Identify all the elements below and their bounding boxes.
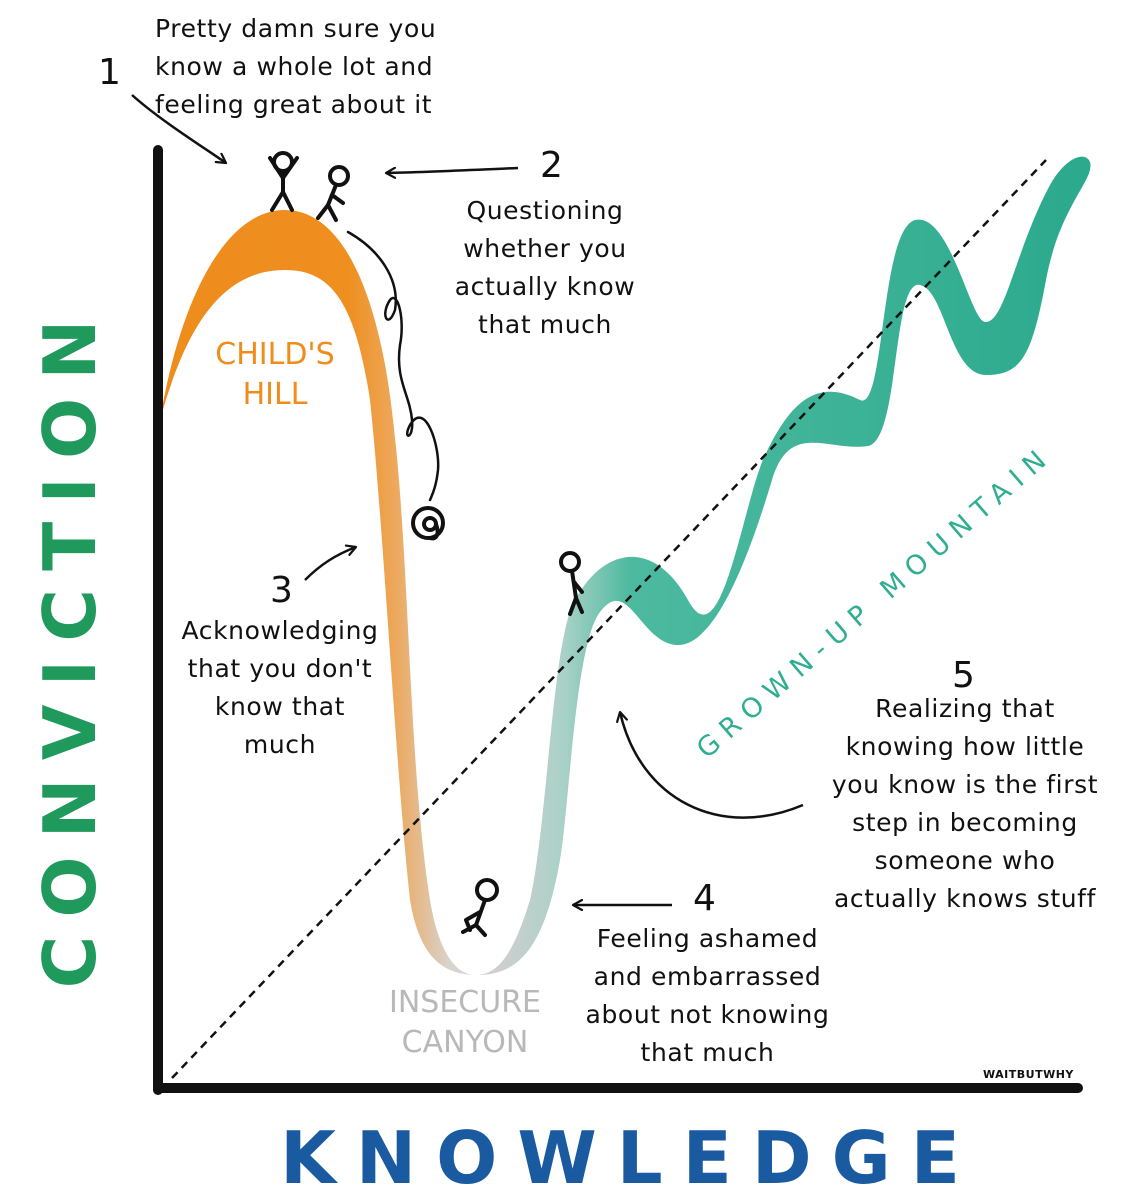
stage-2-line-3: actually know xyxy=(454,272,636,301)
stage-3-line-1: Acknowledging xyxy=(181,616,379,645)
stick-figure-sitting xyxy=(461,878,499,937)
arrow-stage-3 xyxy=(304,547,356,581)
tumble-path xyxy=(346,230,440,502)
stage-4-line-1: Feeling ashamed xyxy=(596,924,819,953)
arrow-stage-1 xyxy=(131,94,226,163)
stage-5-line-2: knowing how little xyxy=(845,732,1085,761)
stick-figure-climbing xyxy=(559,551,584,616)
stage-1-line-1: Pretty damn sure you xyxy=(155,14,437,43)
stage-4-number: 4 xyxy=(693,878,716,919)
stage-5-line-5: someone who xyxy=(874,846,1056,875)
diagonal-reference-line xyxy=(171,159,1047,1079)
arrow-stage-2 xyxy=(386,166,519,173)
stage-1-line-3: feeling great about it xyxy=(155,90,433,119)
x-axis-label: KNOWLEDGE xyxy=(280,1116,980,1200)
stage-1-number: 1 xyxy=(98,52,121,93)
stage-5-caption: Realizing that knowing how little you kn… xyxy=(810,690,1120,918)
zone-childs-hill-line-1: CHILD'S xyxy=(215,337,335,372)
stage-5-line-6: actually knows stuff xyxy=(834,884,1096,913)
stage-1-caption: Pretty damn sure you know a whole lot an… xyxy=(155,10,436,124)
stage-2-line-1: Questioning xyxy=(466,196,624,225)
stage-5-number: 5 xyxy=(952,655,975,696)
stage-2-number: 2 xyxy=(540,145,563,186)
stick-figure-questioning xyxy=(316,165,350,222)
zone-insecure-canyon: INSECURE CANYON xyxy=(375,983,555,1063)
zone-insecure-canyon-line-1: INSECURE xyxy=(389,985,541,1020)
stage-4-line-2: and embarrassed xyxy=(593,962,822,991)
stage-4-line-3: about not knowing xyxy=(585,1000,830,1029)
zone-childs-hill: CHILD'S HILL xyxy=(205,335,345,415)
stage-1-line-2: know a whole lot and xyxy=(155,52,434,81)
arrow-stage-5 xyxy=(620,712,804,819)
credit-logo: WAITBUTWHY xyxy=(983,1068,1074,1081)
stage-3-line-3: know that xyxy=(214,692,346,721)
terrain-ridge xyxy=(160,156,1091,975)
zone-childs-hill-line-2: HILL xyxy=(242,377,308,412)
zone-insecure-canyon-line-2: CANYON xyxy=(401,1025,529,1060)
stage-3-caption: Acknowledging that you don't know that m… xyxy=(165,612,395,764)
stage-4-line-4: that much xyxy=(640,1038,775,1067)
stick-figure-tumbling xyxy=(411,506,445,541)
stage-2-line-2: whether you xyxy=(463,234,627,263)
stage-3-number: 3 xyxy=(270,570,293,611)
stage-5-line-1: Realizing that xyxy=(875,694,1055,723)
stage-4-caption: Feeling ashamed and embarrassed about no… xyxy=(575,920,840,1072)
stage-2-caption: Questioning whether you actually know th… xyxy=(435,192,655,344)
stage-3-line-2: that you don't xyxy=(187,654,373,683)
stage-5-line-3: you know is the first xyxy=(831,770,1099,799)
stick-figure-cheering xyxy=(268,151,299,212)
y-axis-label: CONVICTION xyxy=(28,301,112,989)
stage-3-line-4: much xyxy=(243,730,317,759)
stage-5-line-4: step in becoming xyxy=(852,808,1078,837)
stage-2-line-4: that much xyxy=(478,310,612,339)
